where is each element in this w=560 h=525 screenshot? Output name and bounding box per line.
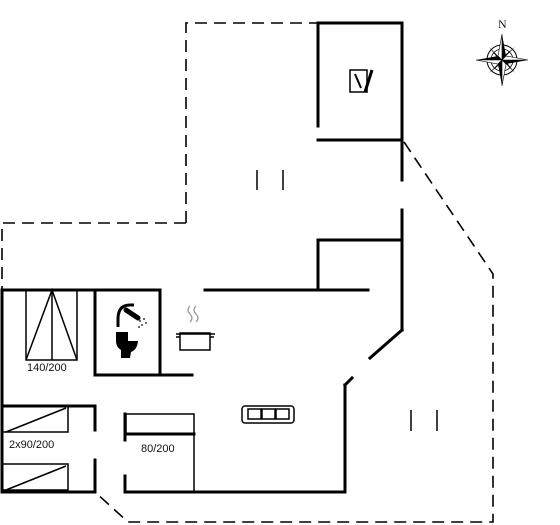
bed-icon xyxy=(125,413,195,435)
terrace-marks xyxy=(256,170,438,431)
shower-icon xyxy=(116,303,147,328)
terrace-north-outline xyxy=(185,22,318,223)
bed-icon xyxy=(5,465,67,491)
cooking-pot-icon xyxy=(176,305,215,351)
bed-icon xyxy=(5,407,67,433)
twin-beds-label: 2x90/200 xyxy=(9,439,54,451)
double-bed: 140/200 xyxy=(25,287,78,374)
walls xyxy=(0,21,405,494)
terrace-west-outline xyxy=(1,222,186,290)
twin-beds: 2x90/200 xyxy=(1,405,69,491)
compass-rose-icon: N xyxy=(475,17,529,87)
east-diagonal-wall xyxy=(367,327,405,361)
double-bed-label: 140/200 xyxy=(27,362,67,374)
sofa-icon xyxy=(241,405,295,424)
single-bed: 80/200 xyxy=(124,413,196,492)
terrace-east-outline xyxy=(94,141,494,523)
bed-icon xyxy=(1,405,69,433)
living-room-north-wall xyxy=(203,238,404,292)
south-east-wall xyxy=(126,383,347,494)
shed-wall xyxy=(316,21,404,182)
barbecue-tools-icon xyxy=(349,69,374,93)
single-bed-label: 80/200 xyxy=(141,443,175,455)
terrace-outline xyxy=(1,22,494,523)
compass-north-label: N xyxy=(498,17,507,31)
toilet-icon xyxy=(116,332,138,358)
bed-icon xyxy=(1,463,69,491)
